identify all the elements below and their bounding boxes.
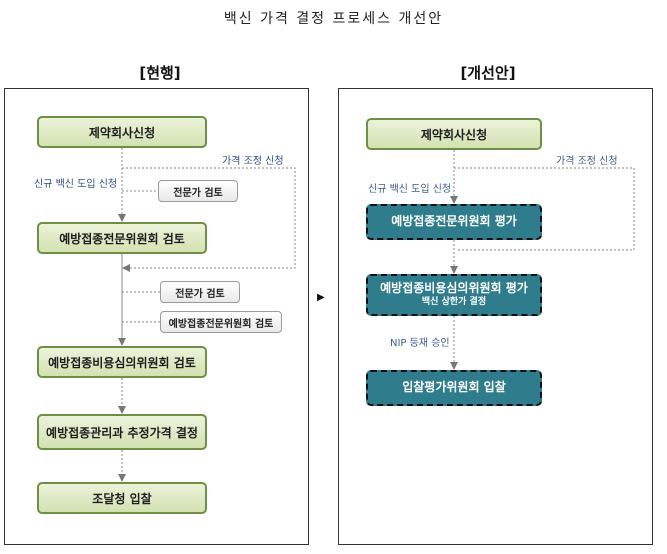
improved-nip-label: NIP 등재 승인 [390, 338, 450, 349]
improved-bid-committee-text: 입찰평가위원회 입찰 [402, 380, 506, 395]
improved-cost-committee-sub: 백신 상한가 결정 [421, 296, 487, 307]
improved-panel-frame [338, 88, 653, 545]
transition-arrow-icon: ▶ [317, 292, 325, 303]
improved-committee-eval-box: 예방접종전문위원회 평가 [366, 204, 542, 240]
current-committee-review-box: 예방접종전문위원회 검토 [37, 222, 207, 254]
current-expert-review-2-box: 전문가 검토 [160, 281, 240, 303]
current-expert-review-1-box: 전문가 검토 [158, 180, 238, 202]
current-new-vaccine-label: 신규 백신 도입 신청 [34, 179, 118, 190]
improved-flow-lines [450, 150, 635, 370]
current-price-adjust-label: 가격 조정 신청 [222, 156, 284, 167]
improved-cost-committee-box: 예방접종비용심의위원회 평가 백신 상한가 결정 [366, 274, 542, 316]
improved-new-vaccine-label: 신규 백신 도입 신청 [368, 184, 452, 195]
diagram-title: 백신 가격 결정 프로세스 개선안 [223, 11, 444, 27]
improved-applicant-box: 제약회사신청 [366, 118, 542, 150]
current-committee-review-2-box: 예방접종전문위원회 검토 [160, 311, 282, 333]
current-flow-lines [118, 148, 296, 482]
improved-committee-eval-text: 예방접종전문위원회 평가 [391, 214, 517, 229]
current-applicant-box: 제약회사신청 [37, 116, 207, 148]
improved-panel-header: [개선안] [460, 64, 516, 82]
improved-bid-committee-box: 입찰평가위원회 입찰 [366, 370, 542, 406]
improved-price-adjust-label: 가격 조정 신청 [556, 156, 618, 167]
improved-cost-committee-text: 예방접종비용심의위원회 평가 [380, 281, 528, 296]
current-estimated-price-box: 예방접종관리과 추정가격 결정 [37, 414, 207, 450]
current-procurement-box: 조달청 입찰 [37, 482, 207, 514]
current-cost-committee-box: 예방접종비용심의위원회 검토 [37, 346, 207, 378]
current-panel-header: [현행] [139, 64, 181, 82]
